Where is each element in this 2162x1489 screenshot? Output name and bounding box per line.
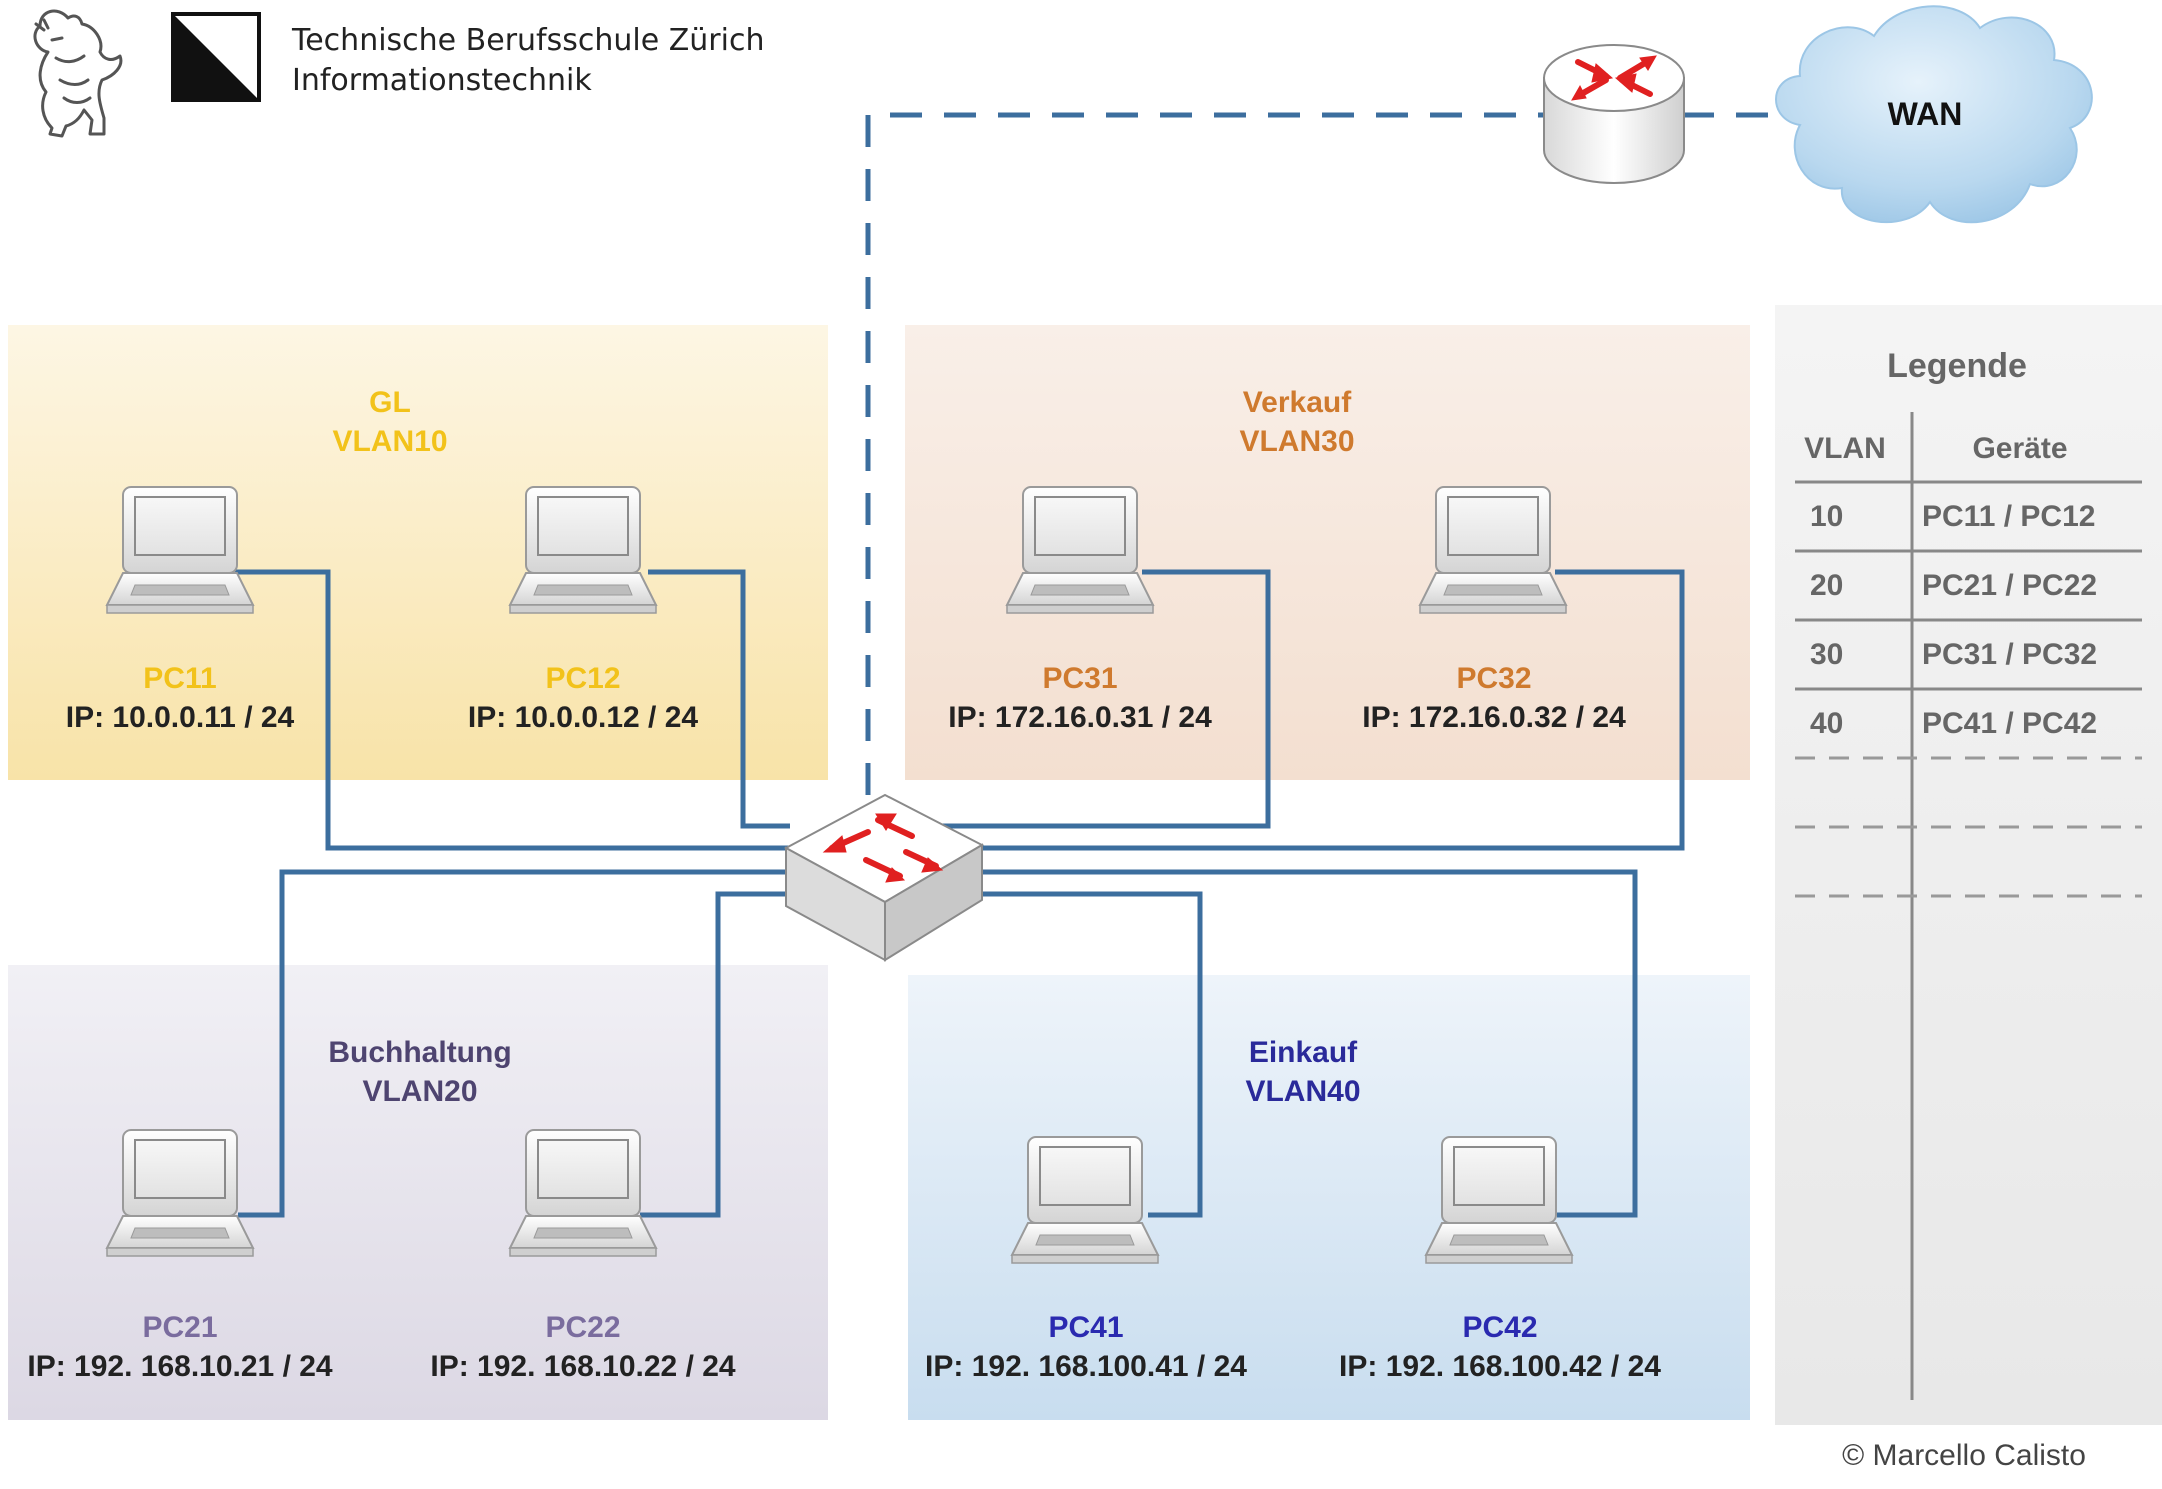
pc41-ip: IP: 192. 168.100.41 / 24 <box>925 1350 1247 1383</box>
pc21-ip: IP: 192. 168.10.21 / 24 <box>27 1350 333 1383</box>
legend-title: Legende <box>1887 347 2027 385</box>
pc22-ip: IP: 192. 168.10.22 / 24 <box>430 1350 736 1383</box>
pc22-name: PC22 <box>545 1311 620 1344</box>
zone-buchhaltung-vlan: VLAN20 <box>362 1075 477 1108</box>
zone-gl-title: GL <box>369 386 411 419</box>
laptop-icon-pc22 <box>509 1129 657 1257</box>
zone-einkauf-title: Einkauf <box>1249 1036 1358 1069</box>
laptop-icon-pc42 <box>1425 1136 1573 1264</box>
laptop-icon-pc11 <box>106 486 254 614</box>
pc11-ip: IP: 10.0.0.11 / 24 <box>66 701 295 734</box>
department-name: Informationstechnik <box>292 63 592 98</box>
network-links <box>235 112 1785 1218</box>
link-pc22-switch <box>640 891 790 1218</box>
copyright-notice: © Marcello Calisto <box>1842 1439 2086 1472</box>
router-icon <box>1543 44 1685 184</box>
laptop-icon-pc21 <box>106 1129 254 1257</box>
legend-row-lines <box>1795 480 2142 691</box>
pc21-name: PC21 <box>142 1311 217 1344</box>
legend-row-vlan: 20 <box>1810 569 1843 602</box>
zone-verkauf-vlan: VLAN30 <box>1239 425 1354 458</box>
link-pc31-switch <box>940 569 1271 829</box>
link-pc41-switch <box>980 891 1203 1218</box>
switch-icon <box>783 793 985 962</box>
zone-gl-vlan: VLAN10 <box>332 425 447 458</box>
link-pc12-switch <box>648 569 790 829</box>
legend-empty-row-lines <box>1795 756 2142 898</box>
pc32-name: PC32 <box>1456 662 1531 695</box>
zone-einkauf-vlan: VLAN40 <box>1245 1075 1360 1108</box>
legend-row-vlan: 10 <box>1810 500 1843 533</box>
wan-label: WAN <box>1888 96 1963 132</box>
zurich-coat-of-arms-icon <box>171 12 261 102</box>
link-pc32-switch <box>980 569 1685 851</box>
legend-row-vlan: 40 <box>1810 707 1843 740</box>
link-switch-router <box>865 112 1548 795</box>
laptop-icon-pc12 <box>509 486 657 614</box>
legend-row-devices: PC31 / PC32 <box>1922 638 2097 671</box>
legend-header-devices: Geräte <box>1972 432 2067 465</box>
legend-row-devices: PC41 / PC42 <box>1922 707 2097 740</box>
zone-verkauf-title: Verkauf <box>1243 386 1352 419</box>
pc41-name: PC41 <box>1048 1311 1123 1344</box>
zone-buchhaltung-title: Buchhaltung <box>328 1036 511 1069</box>
link-pc42-switch <box>980 869 1638 1218</box>
laptop-icon-pc32 <box>1419 486 1567 614</box>
pc31-name: PC31 <box>1042 662 1117 695</box>
pc42-ip: IP: 192. 168.100.42 / 24 <box>1339 1350 1661 1383</box>
legend-header-vlan: VLAN <box>1804 432 1886 465</box>
legend-row-devices: PC21 / PC22 <box>1922 569 2097 602</box>
pc32-ip: IP: 172.16.0.32 / 24 <box>1362 701 1626 734</box>
laptop-icon-pc31 <box>1006 486 1154 614</box>
pc31-ip: IP: 172.16.0.31 / 24 <box>948 701 1212 734</box>
pc12-ip: IP: 10.0.0.12 / 24 <box>468 701 698 734</box>
pc11-name: PC11 <box>143 662 216 695</box>
link-pc21-switch <box>238 869 790 1218</box>
zurich-lion-logo <box>33 9 123 138</box>
laptop-icon-pc41 <box>1011 1136 1159 1264</box>
pc42-name: PC42 <box>1462 1311 1537 1344</box>
legend-row-devices: PC11 / PC12 <box>1922 500 2095 533</box>
legend-panel <box>1775 305 2162 1425</box>
wan-cloud-icon <box>1775 5 2093 224</box>
pc12-name: PC12 <box>545 662 620 695</box>
legend-row-vlan: 30 <box>1810 638 1843 671</box>
link-pc11-switch <box>235 569 795 851</box>
school-name: Technische Berufsschule Zürich <box>291 23 764 58</box>
